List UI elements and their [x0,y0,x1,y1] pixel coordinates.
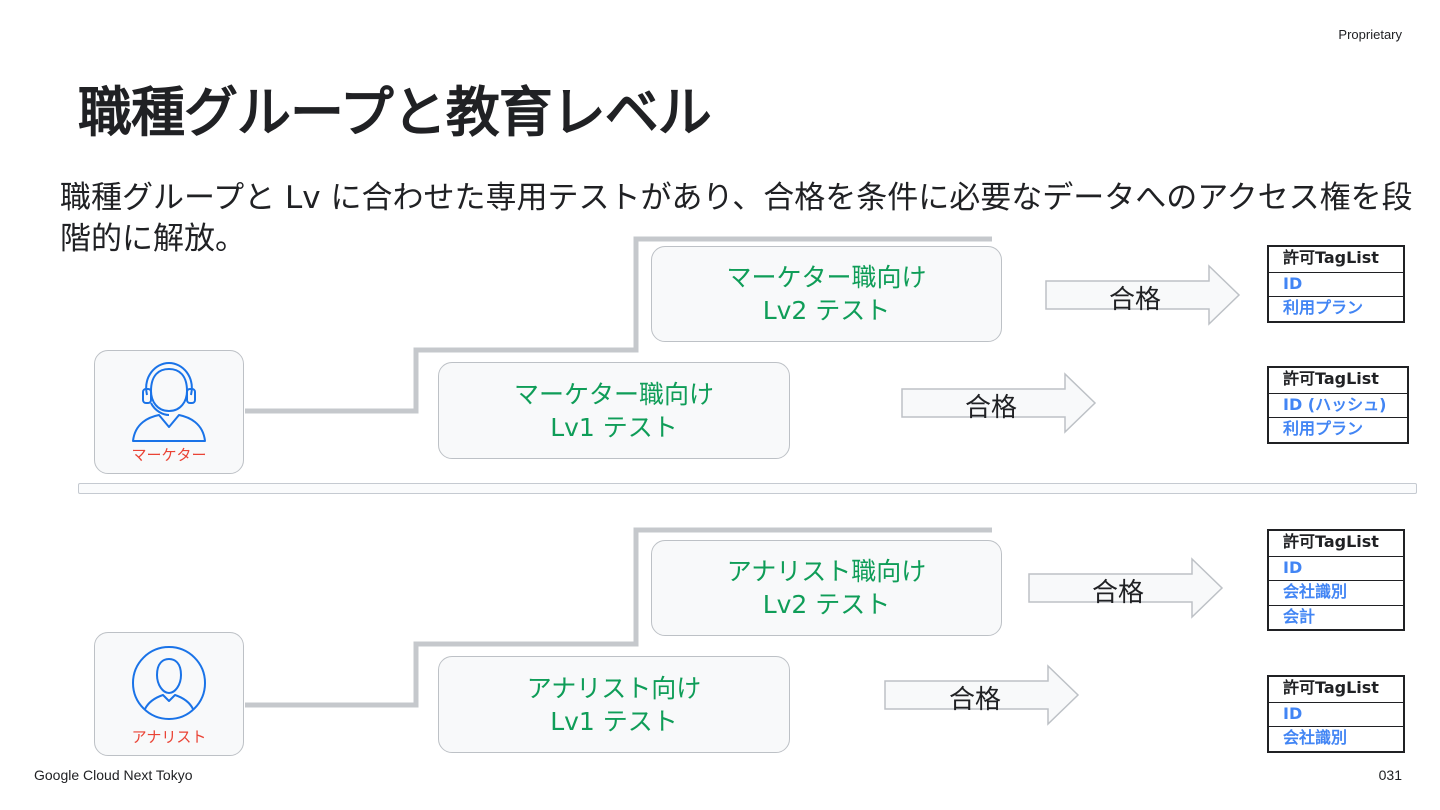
test-card-analyst-lv1: アナリスト向け Lv1 テスト [438,656,790,753]
taglist-header: 許可TagList [1283,678,1379,697]
test-level: Lv1 テスト [550,412,678,442]
headset-user-icon [132,362,206,442]
taglist-item: 会社識別 [1269,580,1403,605]
taglist-analyst-lv1: 許可TagList ID 会社識別 [1267,675,1405,753]
user-circle-icon [132,646,206,720]
page-subtitle: 職種グループと Lv に合わせた専用テストがあり、合格を条件に必要なデータへのア… [60,180,1413,257]
pass-label-analyst-lv1: 合格 [948,685,1001,715]
persona-card-marketer: マーケター [94,350,244,474]
test-title: マーケター職向け [513,379,714,409]
taglist-header: 許可TagList [1283,248,1379,267]
arrow-analyst-lv2 [1028,557,1224,619]
test-level: Lv1 テスト [550,706,678,736]
page-number: 031 [1378,767,1402,783]
arrow-marketer-lv1 [901,372,1097,434]
taglist-analyst-lv2: 許可TagList ID 会社識別 会計 [1267,529,1405,631]
pass-label-analyst-lv2: 合格 [1091,578,1144,608]
pass-label-marketer-lv1: 合格 [964,393,1017,423]
taglist-marketer-lv1: 許可TagList ID (ハッシュ) 利用プラン [1267,366,1409,444]
taglist-item: 会計 [1269,604,1403,630]
taglist-marketer-lv2: 許可TagList ID 利用プラン [1267,245,1405,323]
taglist-item: ID (ハッシュ) [1269,392,1407,418]
persona-label-marketer: マーケター [131,446,207,464]
test-level: Lv2 テスト [762,296,891,325]
taglist-item: 利用プラン [1269,417,1407,442]
test-card-analyst-lv2: アナリスト職向け Lv2 テスト [651,540,1002,636]
persona-label-analyst: アナリスト [131,728,207,746]
marketer-connector [245,236,992,414]
taglist-item: 利用プラン [1269,296,1403,321]
arrow-marketer-lv2 [1045,264,1241,326]
taglist-item: ID [1269,271,1403,297]
analyst-connector [245,527,992,708]
persona-card-analyst: アナリスト [94,632,244,756]
taglist-header: 許可TagList [1283,369,1379,388]
taglist-header: 許可TagList [1283,532,1379,551]
page-title: 職種グループと教育レベル [78,81,712,144]
proprietary-label: Proprietary [1338,27,1402,42]
test-card-marketer-lv1: マーケター職向け Lv1 テスト [438,362,790,459]
test-title: マーケター職向け [726,263,927,292]
footer-event-name: Google Cloud Next Tokyo [34,767,193,783]
test-title: アナリスト職向け [726,557,927,586]
taglist-item: 会社識別 [1269,726,1403,751]
test-level: Lv2 テスト [762,590,891,619]
test-card-marketer-lv2: マーケター職向け Lv2 テスト [651,246,1002,342]
section-divider [78,483,1417,494]
arrow-analyst-lv1 [884,664,1080,726]
pass-label-marketer-lv2: 合格 [1108,285,1161,315]
taglist-item: ID [1269,701,1403,727]
taglist-item: ID [1269,555,1403,581]
test-title: アナリスト向け [526,673,702,703]
